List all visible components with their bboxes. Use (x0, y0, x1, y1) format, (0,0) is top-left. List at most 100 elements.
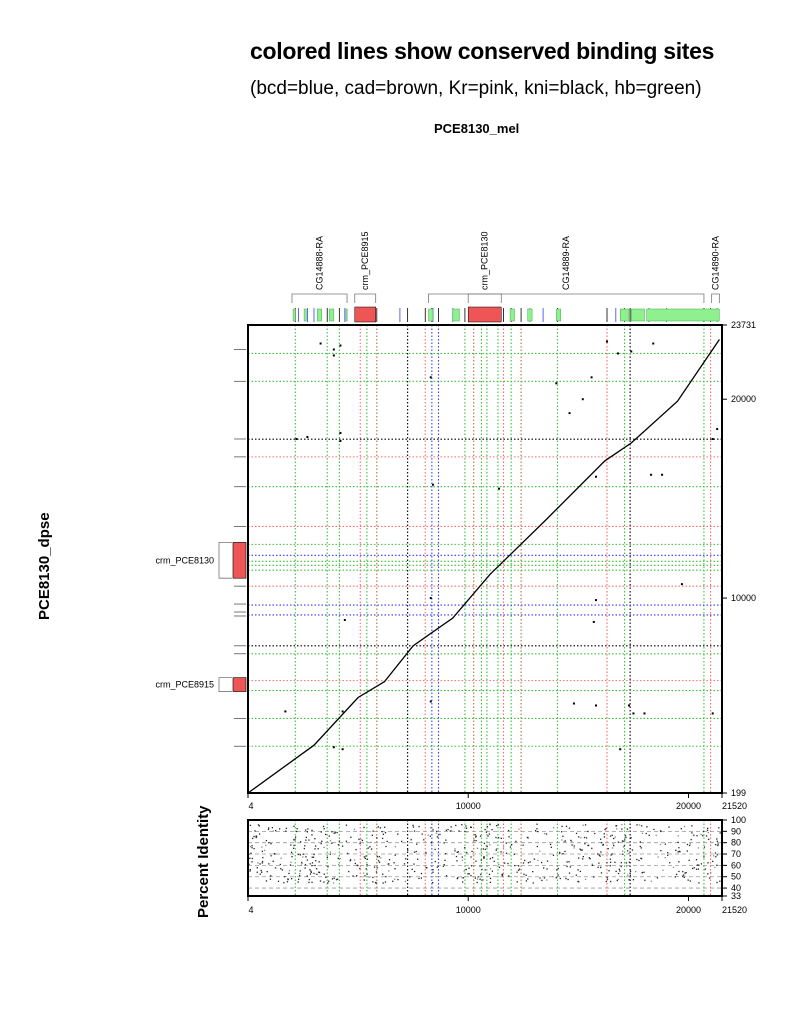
identity-dot (712, 860, 714, 863)
identity-dot (525, 874, 527, 876)
identity-dot (539, 877, 541, 879)
identity-dot (509, 846, 512, 848)
identity-dot (609, 861, 612, 863)
identity-dot (612, 843, 614, 845)
identity-dot (267, 828, 270, 831)
identity-dot (265, 880, 268, 882)
identity-dot (584, 824, 587, 826)
identity-dot (546, 868, 548, 870)
identity-dot (476, 881, 478, 884)
identity-dot (571, 840, 573, 842)
identity-dot (489, 857, 491, 860)
identity-dot (425, 852, 427, 854)
identity-dot (667, 854, 669, 856)
identity-dot (526, 836, 529, 839)
identity-dot (495, 825, 498, 827)
identity-dot (707, 827, 709, 830)
y-tick-label: 10000 (731, 593, 756, 603)
identity-dot (475, 860, 477, 862)
identity-dot (702, 830, 705, 833)
identity-dot (516, 871, 518, 873)
identity-x-tick-label: 4 (248, 905, 253, 915)
identity-dot (706, 829, 709, 831)
identity-dot (659, 830, 662, 832)
identity-dot (461, 856, 463, 858)
identity-dot (606, 876, 608, 879)
identity-dot (380, 857, 382, 859)
identity-dot (288, 872, 290, 875)
alignment-dot (284, 710, 287, 713)
identity-dot (376, 867, 378, 869)
gene-exon-box (527, 308, 533, 322)
identity-dot (636, 824, 638, 826)
identity-dot (249, 868, 251, 871)
identity-dot (617, 878, 619, 881)
identity-dot (332, 882, 335, 884)
identity-dot (500, 851, 502, 853)
identity-dot (352, 875, 354, 877)
x-sequence-name: PCE8130_mel (434, 121, 520, 136)
identity-dot (703, 846, 706, 848)
identity-dot (696, 864, 698, 866)
identity-dot (279, 863, 281, 866)
identity-dot (695, 868, 698, 870)
identity-dot (260, 871, 263, 873)
identity-dot (640, 858, 643, 860)
identity-dot (639, 841, 641, 843)
identity-dot (394, 868, 396, 870)
identity-dot (337, 844, 340, 846)
chart-subtitle: (bcd=blue, cad=brown, Kr=pink, kni=black… (250, 78, 702, 99)
identity-dot (561, 839, 563, 841)
identity-dot (646, 826, 648, 828)
identity-dot (579, 848, 581, 850)
identity-dot (384, 831, 387, 834)
identity-dot (486, 825, 489, 828)
identity-dot (258, 825, 260, 827)
crm-box-top (467, 306, 502, 323)
identity-dot (475, 840, 477, 842)
identity-dot (349, 859, 352, 861)
identity-dot (584, 878, 587, 880)
identity-dot (435, 832, 438, 835)
identity-dot (600, 838, 602, 840)
identity-dot (689, 843, 692, 845)
identity-dot (430, 842, 433, 844)
identity-dot (677, 851, 679, 853)
identity-dot (413, 863, 415, 865)
identity-dot (594, 832, 596, 835)
identity-dot (471, 850, 473, 853)
identity-dot (605, 827, 607, 830)
identity-dot (314, 848, 316, 850)
identity-dot (305, 836, 308, 839)
identity-y-tick-label: 100 (731, 815, 746, 825)
identity-dot (626, 850, 629, 852)
identity-dot (461, 859, 464, 861)
identity-dot (483, 856, 485, 858)
gene-exon-box (452, 308, 460, 322)
identity-dot (400, 840, 403, 843)
identity-dot (561, 825, 563, 828)
identity-dot (629, 870, 632, 872)
identity-dot (489, 844, 491, 846)
identity-dot (456, 877, 458, 880)
identity-dot (310, 870, 312, 872)
identity-dot (716, 854, 718, 856)
identity-dot (573, 845, 575, 847)
identity-dot (628, 861, 631, 863)
identity-y-tick-label: 90 (731, 826, 741, 836)
identity-dot (295, 830, 298, 833)
alignment-dot (594, 475, 597, 478)
identity-dot (466, 831, 468, 833)
identity-dot (311, 834, 313, 836)
identity-dot (349, 859, 351, 862)
identity-dot (630, 837, 632, 839)
identity-dot (365, 868, 367, 870)
identity-dot (523, 873, 525, 875)
gene-exon-box (317, 308, 322, 322)
identity-dot (372, 876, 374, 879)
identity-dot (627, 874, 629, 876)
identity-dot (375, 871, 378, 873)
identity-dot (339, 858, 341, 860)
identity-dot (582, 858, 584, 860)
identity-dot (489, 868, 492, 870)
